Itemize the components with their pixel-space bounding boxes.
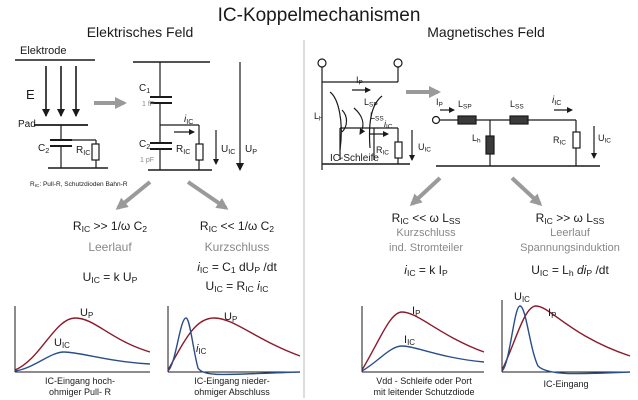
eq-label-iic: iIC (552, 95, 562, 107)
plot1-uic-curve (14, 351, 151, 372)
eq-label-uic: UIC (598, 133, 611, 145)
plot2-iic-curve (167, 317, 301, 376)
plot3-label-ip: IP (412, 305, 421, 318)
gray-arrow-5 (409, 176, 442, 207)
plot4-uic-curve (501, 305, 631, 375)
label-c2: C2 (38, 143, 50, 155)
plot1-caption-1: IC-Eingang hoch- (44, 376, 116, 386)
electric-circuit-left (15, 59, 108, 169)
plot4-label-uic: UIC (514, 291, 530, 304)
plot3-caption-2: mit leitender Schutzdiode (373, 387, 475, 397)
label-uic: UIC (221, 144, 236, 156)
eq-label-lss: LSS (510, 99, 524, 111)
gray-arrow-2 (115, 180, 152, 210)
label-pad: Pad (18, 119, 36, 130)
label-c2b-value: 1 pF (140, 157, 155, 164)
plot3-caption-1: Vdd - Schleife oder Port (376, 376, 472, 386)
label-c1-value: 1 fF (142, 101, 155, 108)
diagram-title: IC-Koppelmechanismen (217, 5, 421, 26)
plot4-ip-curve (501, 305, 631, 371)
plot3-label-iic: IIC (404, 334, 415, 347)
magnetic-loop-circuit (317, 58, 415, 170)
gray-arrow-6 (510, 176, 543, 207)
waveform-plot-2 (167, 306, 301, 376)
case-a-label: Leerlauf (88, 240, 132, 254)
case-c-label-2: ind. Stromteiler (389, 242, 463, 254)
electric-circuit-mid (133, 61, 244, 171)
waveform-plot-1 (14, 306, 151, 373)
label-c2b: C2 (139, 139, 151, 151)
mag-label-lsp: LSP (364, 97, 378, 109)
plot4-label-ip: IP (548, 307, 557, 320)
case-b-equation-2: UIC = RIC iIC (205, 279, 269, 295)
mag-label-iic: iIC (384, 119, 393, 131)
plot2-caption-1: IC-Eingang nieder- (194, 376, 270, 386)
case-d-condition: RIC >> ω LSS (535, 211, 605, 227)
mag-label-lh: Lh (314, 111, 323, 123)
case-b-condition: RIC << 1/ω C2 (199, 219, 275, 235)
case-b-equation-1: iIC = C1 dUP /dt (197, 260, 277, 276)
plot3-iic-curve (361, 345, 485, 372)
plot2-label-up: UP (224, 311, 238, 324)
plot1-label-uic: UIC (54, 337, 70, 350)
plot2-caption-2: ohmiger Abschluss (194, 387, 270, 397)
left-heading: Elektrisches Feld (86, 24, 194, 40)
case-d-label-1: Leerlauf (550, 227, 590, 239)
eq-label-lh: Lh (472, 133, 481, 145)
plot3-ip-curve (361, 311, 485, 371)
label-ric: RIC (76, 145, 91, 157)
mag-label-uic: UIC (418, 142, 431, 154)
right-heading: Magnetisches Feld (427, 24, 545, 40)
case-c-condition: RIC << ω LSS (391, 211, 461, 227)
label-elektrode: Elektrode (20, 45, 67, 57)
case-c-equation: iIC = k IP (404, 263, 448, 279)
case-d-label-2: Spannungsinduktion (520, 242, 620, 254)
case-b-label: Kurzschluss (204, 240, 270, 254)
plot1-label-up: UP (80, 307, 94, 320)
plot1-up-curve (14, 317, 151, 371)
mag-label-ip: IP (356, 75, 363, 87)
label-E: E (26, 87, 35, 102)
label-ric2: RIC (176, 144, 191, 156)
gray-arrow-3 (186, 180, 229, 210)
magnetic-equivalent-circuit (431, 107, 600, 167)
label-iic: iIC (184, 114, 194, 126)
case-d-equation: UIC = Lh diP /dt (531, 263, 609, 279)
waveform-plot-4 (501, 300, 631, 375)
label-c1: C1 (139, 83, 151, 95)
waveform-plot-3 (361, 306, 485, 373)
plot2-up-curve (167, 317, 301, 371)
case-c-label-1: Kurzschluss (396, 227, 456, 239)
eq-label-lsp: LSP (458, 99, 472, 111)
case-a-condition: RIC >> 1/ω C2 (72, 219, 148, 235)
label-up: UP (245, 144, 258, 156)
plot1-caption-2: ohmiger Pull- R (48, 387, 112, 397)
mag-label-ric: RIC (376, 145, 389, 157)
eq-label-ric: RIC (553, 135, 566, 147)
label-note: RIC: Pull-R, Schutzdioden Bahn-R (30, 181, 128, 189)
plot4-caption-1: IC-Eingang (543, 379, 589, 389)
case-a-equation: UIC = k UP (82, 270, 138, 286)
mag-label-lss: LSS (370, 111, 384, 123)
mag-label-schleife: IC-Schleife (330, 153, 379, 164)
eq-label-ip: IP (436, 97, 443, 109)
plot2-label-iic: iIC (196, 343, 207, 356)
